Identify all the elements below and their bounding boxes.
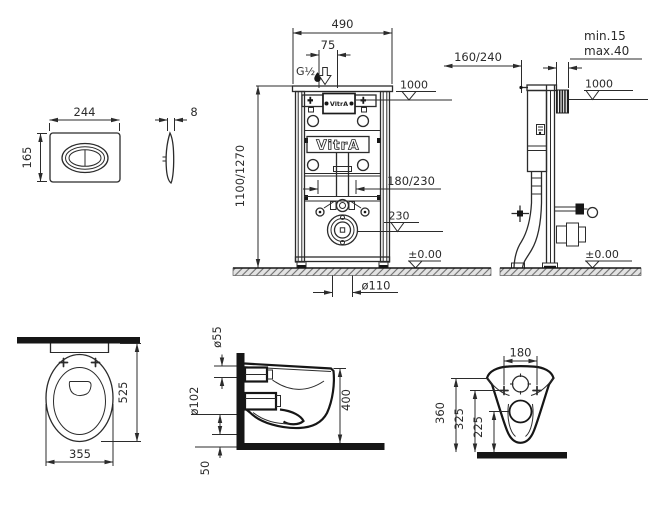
floor-section-rear [477,452,567,459]
fill-valve-icon [536,124,545,135]
svg-text:ø55: ø55 [210,326,224,348]
outlet-spigot [243,391,278,411]
ground-hatch-side [499,267,642,276]
pan-width-dim: 355 [69,447,91,461]
frame-height-dim: 1100/1270 [233,145,247,207]
brand-logo-text: VitrA [316,138,359,154]
outlet-dia-dim: ø102 [187,387,237,435]
clearance-dim: 50 [195,446,237,476]
svg-text:ø102: ø102 [187,387,201,416]
pan-depth-dim: 525 [116,382,130,404]
frame-hole [356,158,370,172]
height-325-dim: 325 [452,390,500,453]
frame-hole [306,114,320,128]
level-marker-230: 230 [357,210,443,233]
height-225-dim: 225 [471,411,509,453]
shutoff-valve [511,205,529,222]
water-area [68,381,92,397]
pan-rear-view: 180 360 325 225 [433,346,567,459]
pan-side-view: ø55 ø102 50 400 [187,326,385,475]
flush-plate-side-view: 8 [155,105,198,184]
level-marker-zero-side: ±0.00 [584,248,632,269]
ground-hatch-front [232,267,492,276]
plate-recess-dim: min.15 max.40 [543,29,642,88]
brand-logo-plate: VitrA [306,135,370,154]
svg-text:230: 230 [389,210,410,223]
flush-valve-unit: VitrA [301,92,377,115]
flush-plate-front-view: 244 165 [20,105,121,183]
frame-hole [306,158,320,172]
outlet-hole [508,399,533,424]
inlet-arrow-icon [318,67,332,86]
pan-profile-outline [243,362,335,430]
outlet-bend-assembly [315,198,370,246]
level-marker-zero-front: ±0.00 [407,248,442,269]
pan-top-view: 525 355 [17,337,141,466]
floor-section [236,443,385,450]
level-marker-1000-side: 1000 [569,78,648,101]
brand-label-small: VitrA [330,100,348,108]
svg-text:1000: 1000 [400,79,428,92]
frame-hole [356,114,370,128]
svg-text:180: 180 [510,346,532,360]
water-drop-icon [314,72,321,82]
plate-width-dim: 244 [74,105,96,119]
fixing-range-dim: 180/230 [303,174,441,194]
svg-text:225: 225 [471,416,485,438]
wall-fixing-rod [554,203,599,219]
svg-text:±0.00: ±0.00 [585,248,619,261]
recessed-actuator-block [556,89,569,114]
plate-height-dim: 165 [20,147,34,169]
svg-text:ø110: ø110 [362,279,391,293]
flush-plate-profile [165,131,175,184]
svg-text:1000: 1000 [585,78,613,91]
svg-text:400: 400 [339,389,353,411]
svg-text:±0.00: ±0.00 [408,248,442,261]
frame-top-rail [291,85,394,93]
frame-front-view: 490 75 G½ 1100/1270 [232,17,492,297]
concealed-cistern [526,89,548,173]
pan-rear-outline [485,365,555,444]
svg-text:325: 325 [452,408,466,430]
fixing-hole-marks [58,357,101,368]
flush-button-ring-outer [61,142,109,174]
wall-section-side [236,353,245,443]
outlet-connector [556,222,586,247]
frame-depth-dim: 160/240 [454,50,502,64]
plate-thickness-dim: 8 [190,105,197,119]
pan-bowl-outline [45,353,114,443]
flush-plate-body [49,132,121,183]
fixing-hole-marks-rear [499,385,542,396]
wall-section [17,337,140,344]
frame-width-dim: 490 [332,17,354,31]
inlet-dia-dim: ø55 [210,326,237,389]
frame-side-view: 160/240 min.15 max.40 [443,29,648,276]
outlet-bend-profile [521,202,543,268]
frame-base-rail [294,256,391,263]
inlet-thread-label: G½ [296,65,315,78]
outlet-pipe-dim: ø110 [313,275,398,297]
svg-text:max.40: max.40 [584,44,629,58]
inlet-offset-dim: 75 [321,38,336,52]
inlet-hole [511,375,530,393]
tap-icon-left [307,96,313,104]
hole-spacing-dim: 180 [503,346,538,385]
svg-text:360: 360 [433,402,447,424]
svg-text:min.15: min.15 [584,29,626,43]
svg-text:50: 50 [198,461,212,476]
height-360-dim: 360 [433,378,487,453]
frame-top-arm [526,84,558,92]
pan-rim-inner [53,367,106,435]
frame-left-column [294,90,306,263]
svg-text:180/230: 180/230 [387,174,435,188]
rim-height-dim: 400 [333,368,353,444]
level-marker-1000-front: 1000 [356,79,452,101]
